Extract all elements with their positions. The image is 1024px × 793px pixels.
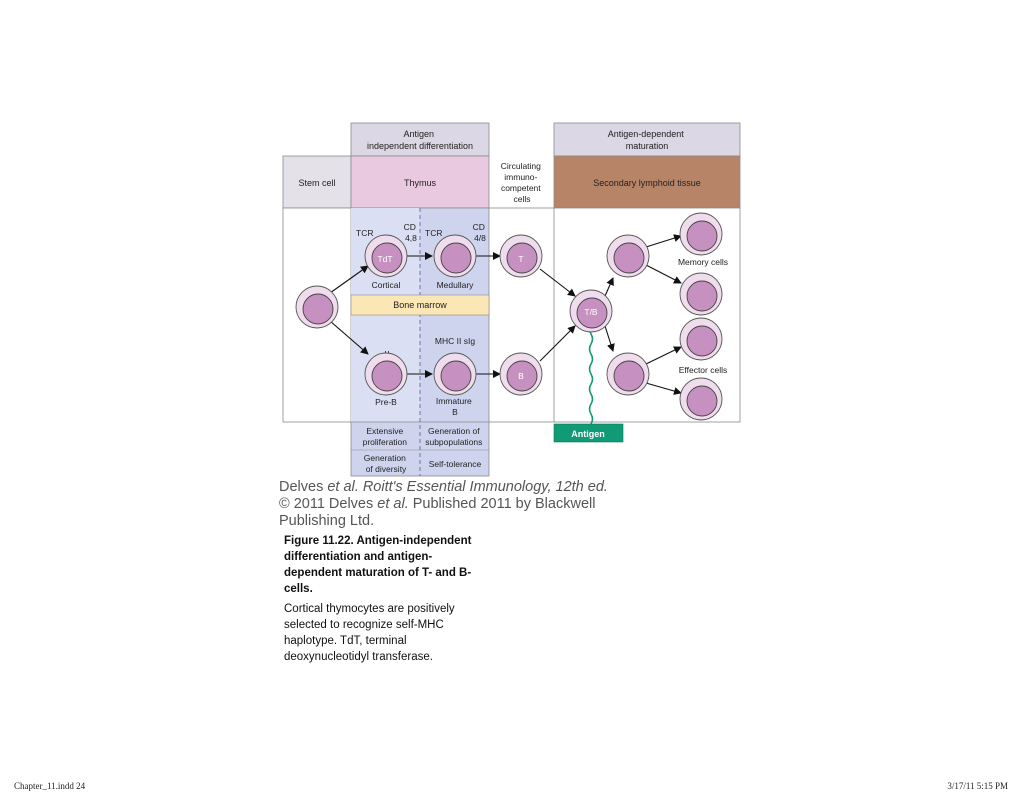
arrow-lower-to-effector1: [645, 346, 682, 365]
arrow-stem-to-preb: [329, 320, 369, 355]
activated-upper-cell: [606, 234, 650, 278]
svg-text:CD 4,8: CD 4,8: [404, 222, 419, 243]
svg-text:Immature B: Immature B: [436, 396, 474, 417]
credit-line-3: Publishing Ltd.: [279, 513, 375, 529]
effector-cells-label: Effector cells: [679, 365, 728, 375]
effector-cell-1: [679, 317, 723, 361]
antigen-wavy-arrow: [584, 320, 594, 425]
diversity-line2: of diversity: [366, 464, 407, 474]
stem-cell-label: Stem cell: [298, 178, 335, 188]
circulating-t-cell: [499, 234, 543, 278]
t-cell-label: T: [518, 254, 523, 264]
b-cell-label: B: [518, 371, 524, 381]
circulating-line3: competent: [501, 183, 541, 193]
antigen-box: [553, 423, 624, 443]
cortical-thymocyte: [364, 234, 408, 278]
tb-cell: [569, 289, 613, 333]
arrow-upper-to-memory2: [645, 264, 682, 284]
header-thymus: [350, 155, 490, 209]
secondary-lymphoid-label: Secondary lymphoid tissue: [593, 178, 701, 188]
bone-marrow-strip: [350, 294, 490, 316]
tcr-cortical-label: TCR: [356, 228, 373, 238]
cd-medullary-line1: CD: [473, 222, 485, 232]
svg-text:Extensive proliferation: Extensive proliferation Generation of di…: [363, 426, 410, 474]
arrow-tb-to-lower: [604, 325, 615, 352]
medullary-label: Medullary: [437, 280, 475, 290]
arrow-stem-to-cortical: [329, 265, 369, 294]
footer-timestamp: 3/17/11 5:15 PM: [947, 781, 1008, 791]
activated-lower-cell: [606, 352, 650, 396]
svg-text:Antigen independent differ: Antigen independent differentiation: [367, 129, 473, 151]
diversity-line1: Generation: [364, 453, 406, 463]
header-ai-line1: Antigen: [403, 129, 434, 139]
svg-text:Antigen-dependent maturati: Antigen-dependent maturation: [608, 129, 687, 151]
header-secondary-lymphoid: [553, 155, 741, 209]
subpop-line1: Generation of: [428, 426, 480, 436]
tcr-medullary-label: TCR: [425, 228, 442, 238]
svg-text:Circulating immuno- co: Circulating immuno- competent cells: [501, 161, 544, 204]
cortical-label: Cortical: [372, 280, 401, 290]
credit-line-1: Delves et al. Roitt's Essential Immunolo…: [279, 479, 608, 495]
medullary-thymocyte: [433, 234, 477, 278]
memory-cells-label: Memory cells: [678, 257, 728, 267]
svg-text:Generation of subpopulatio: Generation of subpopulations Self-tolera…: [425, 426, 485, 469]
effector-cell-2: [679, 377, 723, 421]
mhc-sig-label: MHC II sIg: [435, 336, 475, 346]
header-ai-line2: independent differentiation: [367, 141, 473, 151]
svg-text:CD 4/8: CD 4/8: [473, 222, 488, 243]
pre-b-cell: [364, 352, 408, 396]
subpop-line2: subpopulations: [425, 437, 482, 447]
circulating-b-cell: [499, 352, 543, 396]
cd-cortical-line2: 4,8: [405, 233, 417, 243]
bone-marrow-label: Bone marrow: [393, 300, 447, 310]
credit-line-2: © 2011 Delves et al. Published 2011 by B…: [279, 496, 596, 512]
memory-cell-1: [679, 212, 723, 256]
tb-cell-label: T/B: [584, 307, 598, 317]
header-ad-line1: Antigen-dependent: [608, 129, 685, 139]
antigen-label: Antigen: [571, 429, 605, 439]
cd-cortical-line1: CD: [404, 222, 416, 232]
arrow-lower-to-effector2: [645, 382, 682, 395]
arrow-t-to-tb: [539, 268, 576, 297]
self-tolerance-label: Self-tolerance: [429, 459, 482, 469]
extensive-line2: proliferation: [363, 437, 408, 447]
thymus-label: Thymus: [404, 178, 437, 188]
memory-cell-2: [679, 272, 723, 316]
header-antigen-independent: [350, 122, 490, 157]
arrow-tb-to-upper: [604, 277, 614, 297]
header-antigen-dependent: [553, 122, 741, 157]
circulating-line2: immuno-: [504, 172, 537, 182]
figure-title: Figure 11.22. Antigen-independent differ…: [284, 535, 472, 595]
arrow-upper-to-memory1: [645, 234, 682, 248]
circulating-line1: Circulating: [501, 161, 541, 171]
arrow-b-to-tb: [539, 325, 576, 362]
tdt-label: TdT: [377, 254, 392, 264]
pre-b-label: Pre-B: [375, 397, 397, 407]
figure-caption: Cortical thymocytes are positively selec…: [284, 603, 455, 663]
immature-b-line1: Immature: [436, 396, 472, 406]
immature-b-line2: B: [452, 407, 458, 417]
immature-b-cell: [433, 352, 477, 396]
circulating-line4: cells: [513, 194, 530, 204]
footer-file-name: Chapter_11.indd 24: [14, 781, 86, 791]
extensive-line1: Extensive: [366, 426, 403, 436]
header-ad-line2: maturation: [626, 141, 669, 151]
cd-medullary-line2: 4/8: [474, 233, 486, 243]
credit-block: Delves et al. Roitt's Essential Immunolo…: [279, 479, 619, 530]
stem-cell-circle: [295, 285, 339, 329]
